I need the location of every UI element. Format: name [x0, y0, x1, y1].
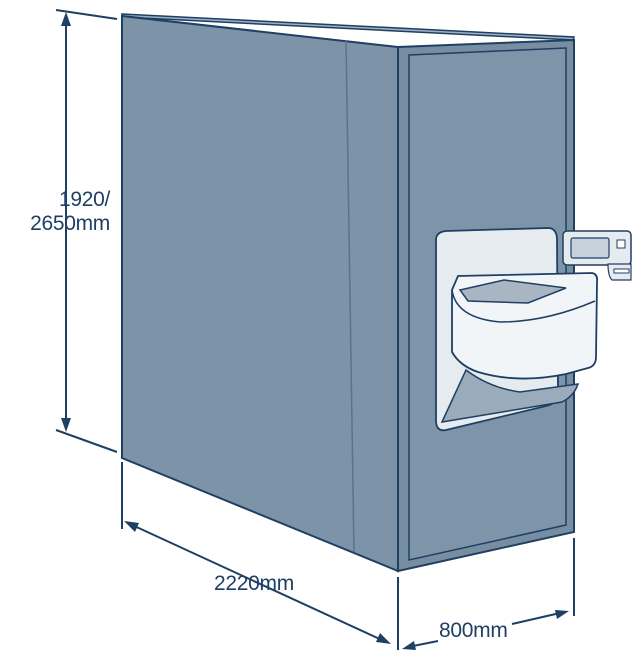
height-label-line1: 1920/: [58, 188, 110, 211]
display-button: [616, 239, 626, 249]
tray-front-lip: [451, 289, 596, 323]
width-dimension-line-2: [511, 612, 561, 625]
depth-arrow-right: [376, 633, 391, 644]
height-arrow-bottom: [61, 418, 71, 432]
depth-dimension-line: [129, 523, 385, 642]
height-label: 1920/ 2650mm: [4, 188, 110, 236]
reader-slot: [613, 268, 630, 274]
width-dimension: [402, 538, 575, 650]
height-extension-top: [55, 9, 118, 20]
height-dimension: [55, 9, 118, 453]
depth-label: 2220mm: [214, 572, 294, 595]
depth-arrow-left: [124, 521, 139, 532]
width-label: 800mm: [439, 619, 508, 642]
cabinet-side: [121, 14, 399, 573]
tray-recess: [458, 279, 567, 304]
side-panel-seam: [345, 39, 355, 553]
depth-dimension: [121, 462, 399, 650]
width-arrow-right: [555, 610, 569, 619]
height-extension-bottom: [55, 429, 118, 453]
height-arrow-top: [61, 12, 71, 26]
output-chute: [440, 368, 580, 423]
display-screen: [570, 237, 610, 259]
service-module: [435, 227, 632, 432]
height-label-line2: 2650mm: [30, 212, 110, 235]
width-arrow-left: [402, 641, 416, 650]
